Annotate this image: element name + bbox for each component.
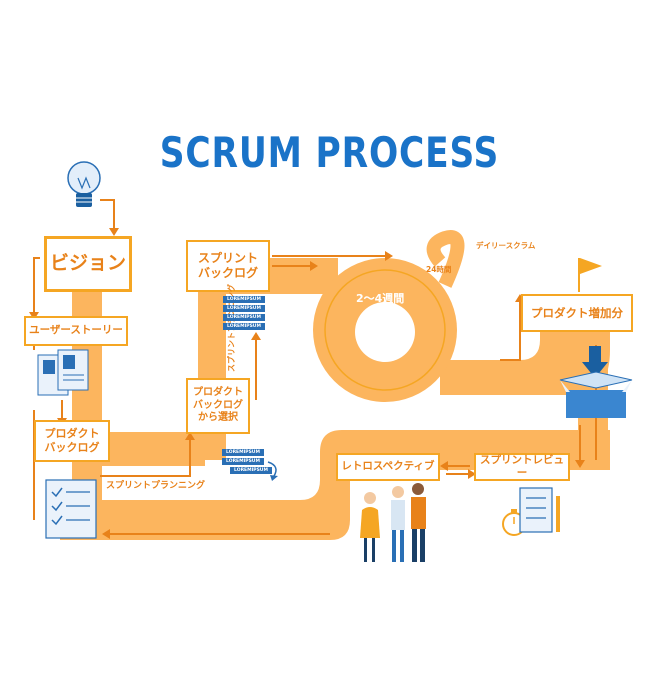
- refresh-arrow-icon: [267, 461, 277, 477]
- vision-box: ビジョン: [44, 236, 132, 292]
- backlog-chip: LOREMIPSUM: [223, 323, 265, 330]
- product-backlog-box: プロダクト バックログ: [34, 420, 110, 462]
- arrowhead-review: [468, 469, 476, 479]
- sprint-ring-inner-line: [324, 269, 446, 391]
- page-title: SCRUM PROCESS: [159, 128, 500, 177]
- hours-label: 24時間: [426, 265, 452, 274]
- planning-chip: LOREMIPSUM: [222, 458, 264, 465]
- flag-icon: [578, 258, 602, 292]
- select-from-backlog-box: プロダクト バックログ から選択: [186, 378, 250, 434]
- arrowhead-select: [185, 432, 195, 440]
- arrowhead-bottom-return: [102, 529, 110, 539]
- arrow-bulb-vision: [100, 199, 115, 228]
- sprint-backlog-box: スプリント バックログ: [186, 240, 270, 292]
- arrowhead-chips: [251, 332, 261, 340]
- path-right-band: [440, 320, 610, 395]
- planning-chip: LOREMIPSUM: [230, 467, 272, 474]
- backlog-chip: LOREMIPSUM: [223, 314, 265, 321]
- increment-box: プロダクト増加分: [521, 294, 633, 332]
- arrowhead-retro: [440, 461, 448, 471]
- review-checklist-icon: [519, 487, 560, 533]
- arrowhead-top-1: [385, 251, 393, 261]
- arrow-sprint-increment: [500, 300, 521, 361]
- increment-down-arrow-stem: [589, 346, 601, 364]
- arrow-vision-stories: [33, 257, 40, 312]
- arrowhead-vision: [109, 228, 119, 236]
- product-box-icon: [559, 371, 633, 418]
- user-stories-box: ユーザーストーリー: [24, 316, 128, 346]
- arrowhead-right-down: [575, 460, 585, 468]
- sprint-planning-label: スプリントプランニング: [106, 481, 206, 491]
- backlog-chip: LOREMIPSUM: [223, 305, 265, 312]
- path-bottom-band: [60, 430, 610, 540]
- planning-chip: LOREMIPSUM: [222, 449, 264, 456]
- checklist-icon: [45, 479, 97, 539]
- increment-down-arrow-head: [582, 362, 608, 378]
- backlog-chip: LOREMIPSUM: [223, 296, 265, 303]
- review-box: スプリントレビュー: [474, 453, 570, 481]
- retrospective-box: レトロスペクティブ: [336, 453, 440, 481]
- sprint-ring-hole: [355, 302, 415, 362]
- arrowhead-top-2: [310, 261, 318, 271]
- daily-scrum-label: デイリースクラム: [476, 241, 536, 250]
- sprint-duration-label: 2〜4週間: [356, 292, 405, 305]
- arrow-planning-select: [100, 438, 191, 477]
- persona-documents-icon: [37, 349, 89, 396]
- refresh-arrowhead: [270, 475, 278, 481]
- lightbulb-icon: [67, 161, 101, 207]
- team-people-icon: [360, 483, 426, 562]
- sprint-center-label: スプリント: [363, 329, 413, 340]
- daily-scrum-loop: [426, 230, 465, 288]
